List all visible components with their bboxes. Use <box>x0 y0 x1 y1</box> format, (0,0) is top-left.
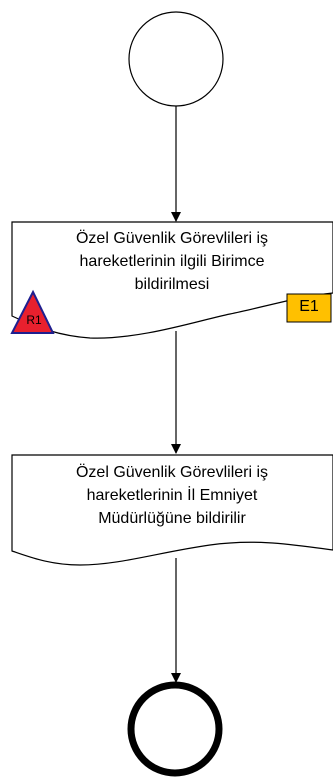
step1-text: Özel Güvenlik Görevlileri iş hareketleri… <box>30 227 314 296</box>
step2-text-line: hareketlerinin İl Emniyet <box>86 487 258 504</box>
step2-text-line: Müdürlüğüne bildirilir <box>98 510 246 527</box>
risk-badge-label: R1 <box>26 313 42 327</box>
start-event <box>128 11 224 107</box>
step1-text-line: bildirilmesi <box>134 276 210 293</box>
step2-text-line: Özel Güvenlik Görevlileri iş <box>75 464 269 481</box>
process-document-step2 <box>11 454 333 566</box>
document-badge-label: E1 <box>299 298 319 315</box>
step1-text-line: Özel Güvenlik Görevlileri iş <box>75 230 269 247</box>
document-badge <box>286 293 332 323</box>
risk-triangle-badge <box>10 289 55 334</box>
end-event <box>127 681 223 777</box>
step1-text-line: hareketlerinin ilgili Birimce <box>79 253 265 270</box>
step2-text: Özel Güvenlik Görevlileri iş hareketleri… <box>30 461 314 530</box>
